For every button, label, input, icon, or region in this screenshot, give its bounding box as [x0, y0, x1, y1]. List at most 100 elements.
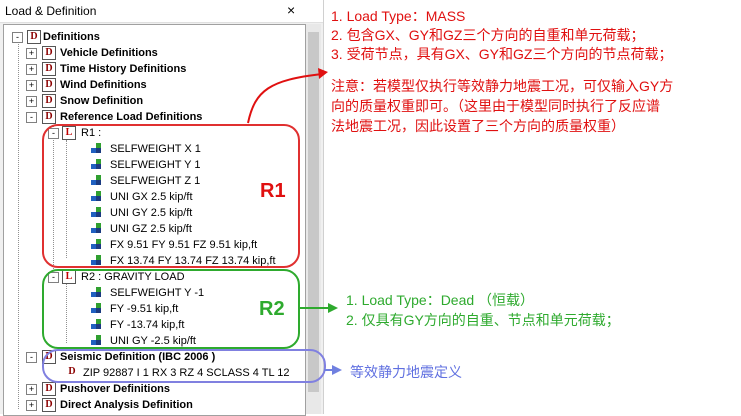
load-case-icon: L — [62, 126, 76, 140]
tree-leaf-load[interactable]: UNI GY -2.5 kip/ft — [12, 333, 292, 349]
load-item-label: UNI GZ 2.5 kip/ft — [110, 223, 192, 235]
r1-annotation-label: R1 — [260, 180, 286, 202]
tree-node-vehicle[interactable]: + D Vehicle Definitions — [12, 45, 292, 61]
load-item-icon — [90, 206, 102, 218]
tree-node-label: Vehicle Definitions — [60, 47, 158, 59]
definition-icon: D — [42, 382, 56, 396]
tree-node-wind[interactable]: + D Wind Definitions — [12, 77, 292, 93]
collapse-toggle-icon[interactable]: - — [26, 352, 37, 363]
tree-node-label: R2 : GRAVITY LOAD — [81, 271, 185, 283]
load-item-icon — [90, 190, 102, 202]
tree-node-label: Seismic Definition (IBC 2006 ) — [60, 351, 216, 363]
r1-highlight-box — [42, 124, 300, 268]
load-item-label: UNI GX 2.5 kip/ft — [110, 191, 193, 203]
blue-arrowhead — [332, 365, 342, 375]
load-item-icon — [90, 142, 102, 154]
load-item-label: SELFWEIGHT Y -1 — [110, 287, 205, 299]
tree-leaf-load[interactable]: FX 13.74 FY 13.74 FZ 13.74 kip,ft — [12, 253, 292, 269]
green-arrowhead — [328, 303, 338, 313]
close-icon[interactable]: × — [287, 2, 296, 18]
load-item-label: FX 9.51 FY 9.51 FZ 9.51 kip,ft — [110, 239, 258, 251]
tree-guide-line — [66, 283, 67, 343]
attention-note-line-3: 法地震工况，因此设置了三个方向的质量权重） — [331, 118, 625, 134]
tree-node-label: R1 : — [81, 127, 102, 139]
seismic-item-label: ZIP 92887 I 1 RX 3 RZ 4 SCLASS 4 TL 12 — [83, 367, 290, 379]
tree-node-label: Snow Definition — [60, 95, 144, 107]
dead-note-line-1: 1. Load Type：Dead （恒载） — [346, 292, 535, 308]
tree-leaf-load[interactable]: SELFWEIGHT Y -1 — [12, 285, 292, 301]
definition-icon: D — [68, 366, 76, 377]
mass-note-line-2: 2. 包含GX、GY和GZ三个方向的自重和单元荷载； — [331, 27, 645, 43]
collapse-toggle-icon[interactable]: - — [12, 32, 23, 43]
definition-icon: D — [27, 30, 41, 44]
tree-node-label: Reference Load Definitions — [60, 111, 203, 123]
tree-leaf-load[interactable]: UNI GY 2.5 kip/ft — [12, 205, 292, 221]
load-item-label: FX 13.74 FY 13.74 FZ 13.74 kip,ft — [110, 255, 276, 267]
definition-icon: D — [42, 62, 56, 76]
collapse-toggle-icon[interactable]: + — [26, 48, 37, 59]
seismic-note: 等效静力地震定义 — [350, 364, 462, 380]
load-item-icon — [90, 238, 102, 250]
load-item-icon — [90, 286, 102, 298]
load-item-icon — [90, 334, 102, 346]
load-item-label: UNI GY -2.5 kip/ft — [110, 335, 196, 347]
mass-note-line-3: 3. 受荷节点，具有GX、GY和GZ三个方向的节点荷载； — [331, 46, 673, 62]
collapse-toggle-icon[interactable]: + — [26, 384, 37, 395]
attention-note-line-2: 向的质量权重即可。（这里由于模型同时执行了反应谱 — [331, 98, 660, 114]
load-item-label: UNI GY 2.5 kip/ft — [110, 207, 193, 219]
load-item-label: SELFWEIGHT Y 1 — [110, 159, 201, 171]
collapse-toggle-icon[interactable]: + — [26, 64, 37, 75]
definition-icon: D — [42, 110, 56, 124]
load-item-icon — [90, 318, 102, 330]
tree-leaf-load[interactable]: UNI GX 2.5 kip/ft — [12, 189, 292, 205]
panel-title: Load & Definition — [5, 4, 97, 18]
tree-guide-line — [53, 125, 54, 277]
dead-note-line-2: 2. 仅具有GY方向的自重、节点和单元荷载； — [346, 312, 620, 328]
definition-icon: D — [42, 94, 56, 108]
load-item-label: SELFWEIGHT Z 1 — [110, 175, 201, 187]
definition-icon: D — [42, 46, 56, 60]
load-item-icon — [90, 222, 102, 234]
collapse-toggle-icon[interactable]: + — [26, 96, 37, 107]
tree-node-label: Direct Analysis Definition — [60, 399, 193, 411]
load-item-icon — [90, 174, 102, 186]
panel-titlebar: Load & Definition × — [0, 0, 323, 23]
tree-node-label: Definitions — [43, 31, 100, 43]
scrollbar-thumb[interactable] — [308, 32, 319, 392]
definition-icon: D — [42, 78, 56, 92]
tree-guide-line — [66, 140, 67, 258]
tree-node-label: Time History Definitions — [60, 63, 187, 75]
tree-leaf-load[interactable]: UNI GZ 2.5 kip/ft — [12, 221, 292, 237]
collapse-toggle-icon[interactable]: + — [26, 80, 37, 91]
tree-node-pushover[interactable]: + D Pushover Definitions — [12, 381, 292, 397]
r2-annotation-label: R2 — [259, 298, 285, 320]
tree-leaf-load[interactable]: SELFWEIGHT Y 1 — [12, 157, 292, 173]
tree-leaf-load[interactable]: SELFWEIGHT X 1 — [12, 141, 292, 157]
tree-node-direct-analysis[interactable]: + D Direct Analysis Definition — [12, 397, 292, 413]
attention-note-line-1: 注意：若模型仅执行等效静力地震工况，可仅输入GY方 — [331, 78, 674, 94]
tree-leaf-load[interactable]: FX 9.51 FY 9.51 FZ 9.51 kip,ft — [12, 237, 292, 253]
tree-node-label: Pushover Definitions — [60, 383, 171, 395]
definition-icon: D — [42, 398, 56, 412]
r2-highlight-box — [42, 269, 300, 349]
tree-leaf-load[interactable]: FY -13.74 kip,ft — [12, 317, 292, 333]
collapse-toggle-icon[interactable]: - — [26, 112, 37, 123]
tree-leaf-load[interactable]: SELFWEIGHT Z 1 — [12, 173, 292, 189]
seismic-highlight-box — [42, 349, 326, 383]
tree-node-time-history[interactable]: + D Time History Definitions — [12, 61, 292, 77]
load-item-icon — [90, 254, 102, 266]
tree-node-reference-load[interactable]: - D Reference Load Definitions — [12, 109, 292, 125]
load-item-icon — [90, 302, 102, 314]
tree-node-definitions[interactable]: - D Definitions — [12, 29, 292, 45]
load-item-label: FY -13.74 kip,ft — [110, 319, 185, 331]
tree-leaf-seismic[interactable]: D ZIP 92887 I 1 RX 3 RZ 4 SCLASS 4 TL 12 — [12, 365, 305, 381]
tree-node-label: Wind Definitions — [60, 79, 147, 91]
tree-node-snow[interactable]: + D Snow Definition — [12, 93, 292, 109]
mass-note-line-1: 1. Load Type：MASS — [331, 8, 466, 24]
tree-leaf-load[interactable]: FY -9.51 kip,ft — [12, 301, 292, 317]
load-item-icon — [90, 158, 102, 170]
tree-guide-line — [18, 39, 19, 409]
load-item-label: SELFWEIGHT X 1 — [110, 143, 201, 155]
load-item-label: FY -9.51 kip,ft — [110, 303, 179, 315]
collapse-toggle-icon[interactable]: + — [26, 400, 37, 411]
